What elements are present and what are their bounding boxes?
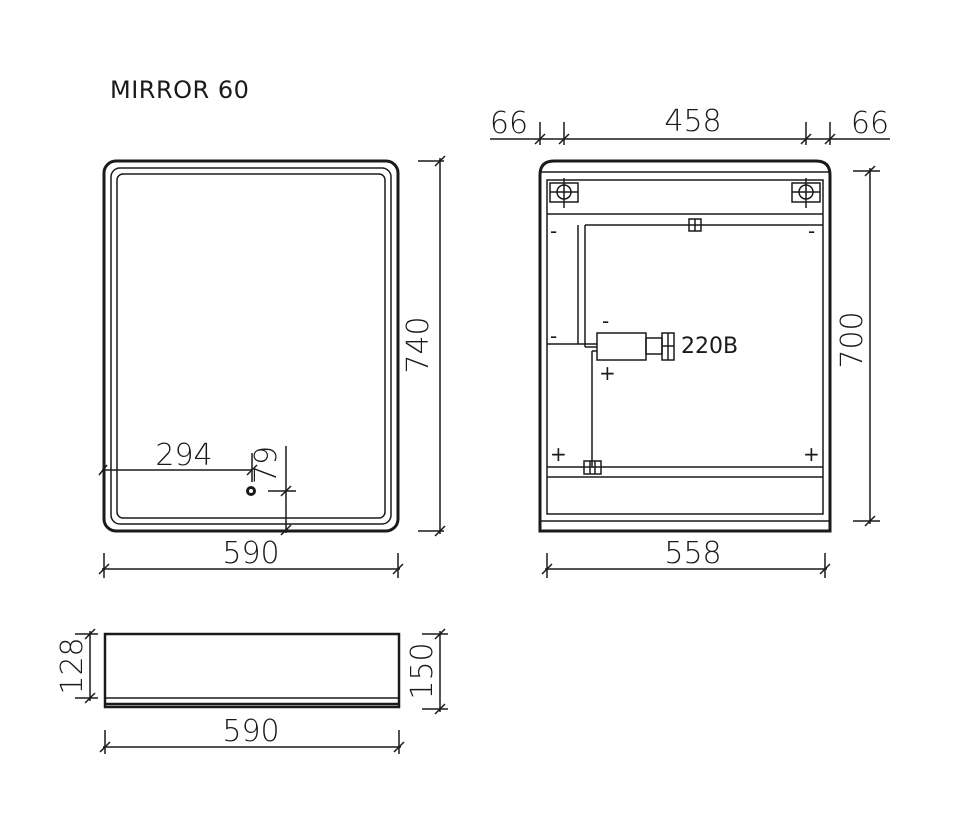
drawing-title: MIRROR 60 [110, 76, 249, 104]
side-width-label: 590 [222, 714, 279, 749]
back-width-label: 558 [664, 536, 721, 571]
minus-sign: - [808, 219, 815, 243]
front-view [98, 155, 446, 578]
side-inner-depth-label: 128 [55, 637, 90, 694]
side-view [75, 628, 448, 754]
minus-sign: - [602, 309, 609, 333]
power-supply-icon [596, 332, 647, 361]
back-view [490, 122, 890, 578]
front-height-label: 740 [401, 316, 436, 373]
connector-bottom-icon [583, 460, 602, 475]
back-right-offset-label: 66 [851, 106, 889, 141]
side-outer-depth-label: 150 [405, 642, 440, 699]
mount-bracket-right-icon [791, 178, 821, 208]
back-height-label: 700 [835, 311, 870, 368]
plus-sign: + [550, 442, 567, 466]
switch-x-label: 294 [155, 438, 212, 473]
front-width-label: 590 [222, 536, 279, 571]
plus-sign: + [599, 361, 616, 385]
minus-sign: - [550, 219, 557, 243]
back-bracket-spacing-label: 458 [664, 104, 721, 139]
minus-sign: - [550, 324, 557, 348]
back-left-offset-label: 66 [490, 106, 528, 141]
plus-sign: + [803, 442, 820, 466]
power-voltage-label: 220B [681, 334, 738, 359]
mount-bracket-left-icon [549, 178, 579, 208]
switch-y-label: 79 [249, 446, 284, 484]
